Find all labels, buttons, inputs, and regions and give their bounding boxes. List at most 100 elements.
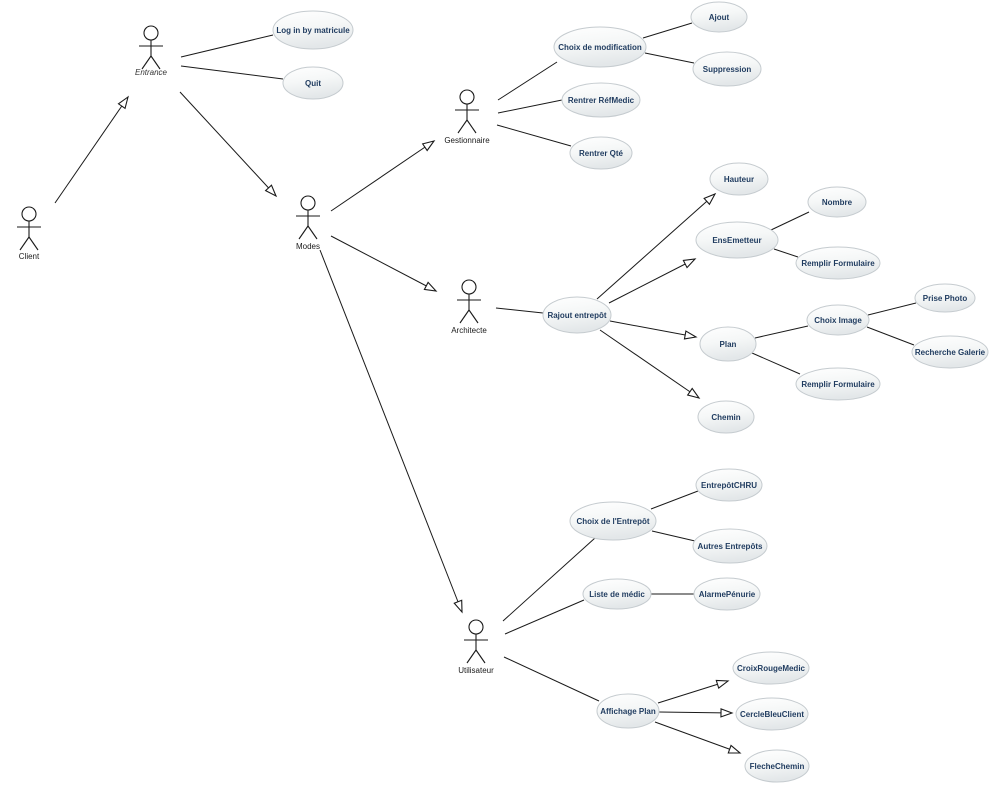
connector-choix-image-recherche-galerie — [866, 326, 915, 346]
usecase-rentrer-refmedic: Rentrer RéfMedic — [561, 82, 641, 118]
actor-client: Client — [17, 206, 41, 261]
connector-ensemetteur-nombre — [770, 211, 810, 231]
connector-ensemetteur-remplir-formulaire-1 — [773, 248, 799, 258]
actor-client-label: Client — [19, 252, 40, 261]
usecase-label: Liste de médic — [589, 590, 645, 599]
usecase-hauteur: Hauteur — [709, 162, 769, 196]
usecase-label: Autres Entrepôts — [698, 542, 763, 551]
actor-architecte: Architecte — [451, 279, 487, 335]
connector-rajout-entrepot-chemin — [599, 329, 701, 399]
usecase-label: Rentrer Qté — [579, 149, 624, 158]
usecase-label: Suppression — [703, 65, 752, 74]
usecase-label: CroixRougeMedic — [737, 664, 806, 673]
usecase-ensemetteur: EnsEmetteur — [695, 221, 779, 259]
connector-affichage-plan-cercle-bleu-client — [658, 708, 734, 718]
actor-head-icon — [21, 206, 37, 222]
usecase-label: EnsEmetteur — [712, 236, 761, 245]
usecase-label: Nombre — [822, 198, 853, 207]
usecase-affichage-plan: Affichage Plan — [596, 693, 660, 729]
connector-modes-utilisateur — [319, 249, 463, 614]
actor-gestionnaire-label: Gestionnaire — [444, 136, 490, 145]
usecase-label: Affichage Plan — [600, 707, 656, 716]
usecase-label: Choix de modification — [558, 43, 642, 52]
usecase-chemin: Chemin — [697, 400, 755, 434]
usecase-log-in-by-matricule: Log in by matricule — [272, 10, 354, 50]
usecase-quit: Quit — [282, 66, 344, 100]
usecase-autres-entrepots: Autres Entrepôts — [692, 528, 768, 564]
connector-entrance-log-in-by-matricule — [180, 34, 274, 58]
connector-choix-image-prise-photo — [867, 302, 917, 316]
connector-rajout-entrepot-ensemetteur — [608, 258, 697, 304]
usecase-nombre: Nombre — [807, 186, 867, 218]
connector-entrance-modes — [179, 91, 278, 198]
actor-utilisateur: Utilisateur — [458, 619, 494, 675]
actor-head-icon — [459, 89, 475, 105]
connector-rajout-entrepot-plan — [609, 320, 698, 340]
usecase-alarme-penurie: AlarmePénurie — [693, 577, 761, 611]
actor-utilisateur-label: Utilisateur — [458, 666, 494, 675]
usecase-label: AlarmePénurie — [699, 590, 756, 599]
connector-affichage-plan-fleche-chemin — [654, 721, 742, 754]
connector-plan-remplir-formulaire-2 — [751, 352, 801, 375]
connector-choix-de-l-entrepot-autres-entrepots — [651, 530, 696, 542]
connectors — [54, 22, 917, 754]
connector-modes-gestionnaire — [330, 140, 436, 212]
connector-entrance-quit — [180, 65, 284, 80]
connector-utilisateur-choix-de-l-entrepot — [502, 537, 596, 622]
connector-architecte-rajout-entrepot — [495, 307, 544, 314]
usecase-croix-rouge-medic: CroixRougeMedic — [732, 651, 810, 685]
connector-utilisateur-liste-de-medic — [504, 599, 585, 635]
actor-modes: Modes — [296, 195, 320, 251]
usecase-label: Hauteur — [724, 175, 754, 184]
usecase-liste-de-medic: Liste de médic — [582, 578, 652, 610]
connector-gestionnaire-rentrer-refmedic — [497, 99, 563, 114]
actor-head-icon — [143, 25, 159, 41]
usecase-remplir-formulaire-2: Remplir Formulaire — [795, 367, 881, 401]
connector-modes-architecte — [330, 235, 438, 292]
usecases: Log in by matricule Quit Choix de modifi… — [272, 1, 989, 783]
connector-gestionnaire-rentrer-qte — [496, 124, 572, 147]
usecase-plan: Plan — [699, 326, 757, 362]
usecase-choix-de-l-entrepot: Choix de l'Entrepôt — [569, 501, 657, 541]
actor-entrance-label: Entrance — [135, 68, 168, 77]
usecase-recherche-galerie: Recherche Galerie — [911, 335, 989, 369]
usecase-label: Ajout — [709, 13, 730, 22]
usecase-remplir-formulaire-1: Remplir Formulaire — [795, 246, 881, 280]
connector-choix-de-l-entrepot-entrepot-chru — [650, 490, 699, 510]
usecase-fleche-chemin: FlecheChemin — [744, 749, 810, 783]
usecase-label: Chemin — [711, 413, 740, 422]
usecase-prise-photo: Prise Photo — [914, 283, 976, 313]
actor-modes-label: Modes — [296, 242, 320, 251]
usecase-cercle-bleu-client: CercleBleuClient — [735, 697, 809, 731]
connector-choix-de-modification-suppression — [644, 52, 695, 64]
usecase-label: FlecheChemin — [750, 762, 805, 771]
actor-head-icon — [468, 619, 484, 635]
connector-affichage-plan-croix-rouge-medic — [657, 679, 730, 704]
actor-entrance: Entrance — [135, 25, 168, 77]
usecase-label: Rajout entrepôt — [547, 311, 606, 320]
usecase-label: Choix de l'Entrepôt — [576, 517, 649, 526]
connector-utilisateur-affichage-plan — [503, 656, 600, 702]
usecase-suppression: Suppression — [692, 51, 762, 87]
usecase-label: EntrepôtCHRU — [701, 481, 757, 490]
connector-choix-de-modification-ajout — [642, 22, 693, 39]
usecase-ajout: Ajout — [690, 1, 748, 33]
usecase-label: Plan — [720, 340, 737, 349]
usecase-label: Log in by matricule — [276, 26, 350, 35]
connector-plan-choix-image — [754, 325, 809, 339]
actor-head-icon — [300, 195, 316, 211]
usecase-choix-image: Choix Image — [806, 304, 870, 336]
usecase-label: Prise Photo — [923, 294, 968, 303]
connector-client-entrance — [54, 95, 129, 204]
usecase-label: Recherche Galerie — [915, 348, 986, 357]
usecase-rentrer-qte: Rentrer Qté — [569, 136, 633, 170]
actor-gestionnaire: Gestionnaire — [444, 89, 490, 145]
usecase-rajout-entrepot: Rajout entrepôt — [542, 296, 612, 334]
usecase-label: Remplir Formulaire — [801, 380, 875, 389]
connector-gestionnaire-choix-de-modification — [497, 61, 558, 101]
usecase-label: Quit — [305, 79, 321, 88]
usecase-label: Choix Image — [814, 316, 862, 325]
usecase-label: Rentrer RéfMedic — [568, 96, 635, 105]
